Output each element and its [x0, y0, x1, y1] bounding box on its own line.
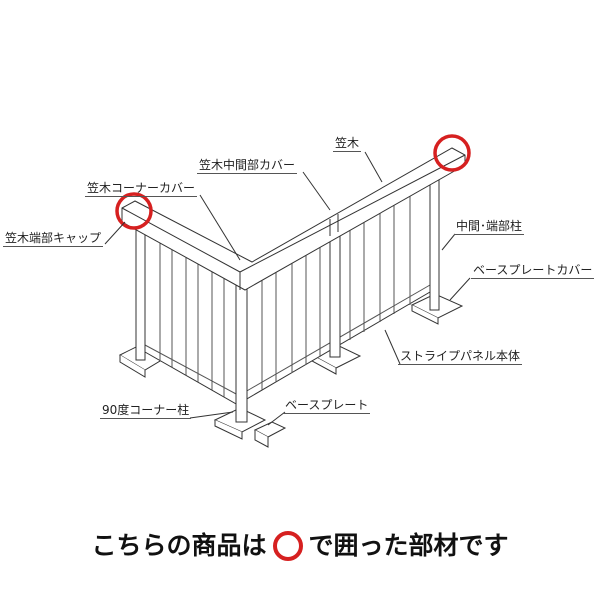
highlight-circle-left [115, 192, 153, 230]
label-middle-end-post: 中間･端部柱 [454, 219, 525, 235]
label-base-plate: ベースプレート [283, 398, 371, 414]
label-base-plate-cover: ベースプレートカバー [471, 263, 595, 279]
leader-lines [104, 151, 471, 426]
label-stripe-panel: ストライプパネル本体 [398, 349, 523, 365]
top-rail [121, 147, 466, 291]
highlight-circle-right [433, 134, 471, 172]
label-kasagi-end-cap: 笠木端部キャップ [3, 231, 104, 247]
caption-before: こちらの商品は [91, 531, 267, 560]
label-kasagi: 笠木 [333, 136, 362, 152]
label-corner-post: 90度コーナー柱 [100, 403, 192, 419]
caption: こちらの商品は で囲った部材です [0, 526, 600, 562]
label-kasagi-corner-cover: 笠木コーナーカバー [85, 181, 198, 197]
caption-after: で囲った部材です [308, 531, 509, 560]
label-kasagi-middle-cover: 笠木中間部カバー [197, 158, 298, 174]
highlight-circle-icon [272, 531, 303, 561]
